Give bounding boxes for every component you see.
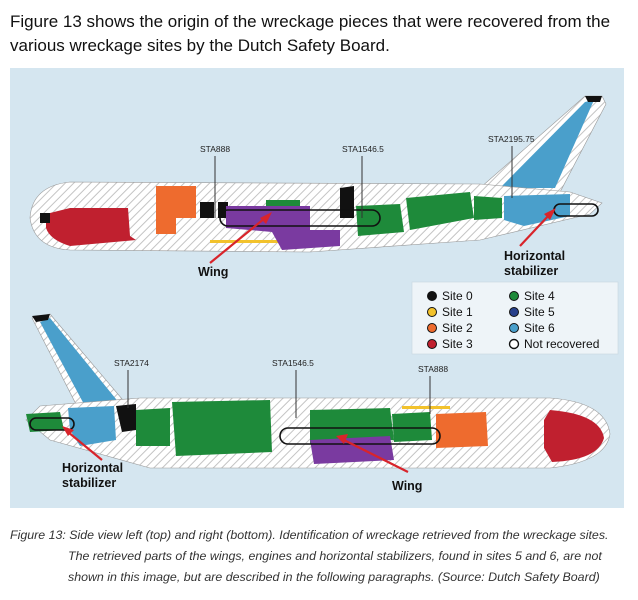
legend-swatch-site5 bbox=[509, 307, 519, 317]
bottom-sta-1546: STA1546.5 bbox=[272, 358, 314, 368]
legend-label-not-recovered: Not recovered bbox=[524, 337, 599, 351]
top-wing-label: Wing bbox=[198, 265, 228, 279]
bottom-sta-2174: STA2174 bbox=[114, 358, 149, 368]
bottom-wing-outline bbox=[279, 427, 441, 445]
legend: Site 0 Site 1 Site 2 Site 3 Site 4 Site … bbox=[411, 281, 619, 355]
top-purple-piece bbox=[226, 206, 340, 250]
legend-swatch-not-recovered bbox=[508, 338, 520, 350]
legend-label-site4: Site 4 bbox=[524, 289, 555, 303]
bottom-site6-tail-section bbox=[68, 406, 116, 446]
top-sta-1546: STA1546.5 bbox=[342, 144, 384, 154]
intro-paragraph: Figure 13 shows the origin of the wrecka… bbox=[10, 12, 611, 55]
bottom-sta-888: STA888 bbox=[418, 364, 448, 374]
top-site4-piece-d bbox=[474, 196, 502, 220]
bottom-site2-piece bbox=[436, 412, 488, 448]
top-site4-piece-c bbox=[406, 192, 474, 230]
bottom-site3-nose bbox=[544, 410, 604, 462]
bottom-aircraft bbox=[25, 313, 611, 473]
bottom-tail-fin-recovered bbox=[40, 318, 120, 408]
legend-label-site0: Site 0 bbox=[442, 289, 473, 303]
bottom-stabilizer-label-2: stabilizer bbox=[62, 476, 116, 490]
top-nose-site3 bbox=[46, 208, 136, 246]
bottom-site4-piece-d bbox=[392, 412, 432, 442]
wreckage-diagram: STA888 STA1546.5 STA2195.75 Wing Horizon… bbox=[25, 95, 619, 493]
top-site0-piece-a bbox=[200, 202, 214, 218]
legend-swatch-site6 bbox=[509, 323, 519, 333]
bottom-site4-piece-c bbox=[310, 408, 394, 444]
legend-swatch-site4 bbox=[509, 291, 519, 301]
top-stabilizer-label-2: stabilizer bbox=[504, 264, 558, 278]
top-stabilizer-label-1: Horizontal bbox=[504, 249, 565, 263]
figure-caption: Figure 13: Side view left (top) and righ… bbox=[10, 525, 628, 588]
bottom-site0-piece bbox=[116, 404, 136, 432]
caption-line-2: The retrieved parts of the wings, engine… bbox=[68, 549, 602, 563]
bottom-stabilizer-label-1: Horizontal bbox=[62, 461, 123, 475]
bottom-stabilizer-outline bbox=[29, 417, 75, 431]
legend-label-site2: Site 2 bbox=[442, 321, 473, 335]
bottom-site4-piece-a bbox=[136, 408, 170, 446]
legend-swatch-site3 bbox=[427, 339, 437, 349]
top-wing-outline bbox=[219, 209, 381, 227]
top-site0-piece-b bbox=[218, 202, 228, 218]
bottom-site1-strip bbox=[402, 406, 450, 409]
top-tail-tip bbox=[585, 96, 602, 102]
bottom-site4-tail bbox=[26, 412, 64, 432]
bottom-purple-piece bbox=[310, 436, 394, 464]
top-tail-fin-recovered bbox=[500, 100, 594, 188]
top-aircraft bbox=[29, 95, 607, 264]
caption-line-3: shown in this image, but are described i… bbox=[68, 570, 600, 584]
wreckage-figure: STA888 STA1546.5 STA2195.75 Wing Horizon… bbox=[10, 68, 624, 508]
legend-swatch-site0 bbox=[427, 291, 437, 301]
legend-label-site3: Site 3 bbox=[442, 337, 473, 351]
top-nose-window-block bbox=[40, 213, 50, 223]
caption-line-1: Figure 13: Side view left (top) and righ… bbox=[10, 528, 609, 542]
legend-label-site6: Site 6 bbox=[524, 321, 555, 335]
bottom-tail-tip bbox=[32, 314, 50, 322]
legend-label-site5: Site 5 bbox=[524, 305, 555, 319]
legend-swatch-site1 bbox=[427, 307, 437, 317]
top-sta-888: STA888 bbox=[200, 144, 230, 154]
top-site6-tail-section bbox=[504, 194, 570, 226]
top-site0-piece-c bbox=[340, 186, 354, 218]
top-site2-piece bbox=[156, 186, 196, 234]
bottom-site4-piece-b bbox=[172, 400, 272, 456]
bottom-wing-label: Wing bbox=[392, 479, 422, 493]
top-sta-2195: STA2195.75 bbox=[488, 134, 535, 144]
legend-swatch-site2 bbox=[427, 323, 437, 333]
legend-label-site1: Site 1 bbox=[442, 305, 473, 319]
top-site1-strip bbox=[210, 240, 280, 243]
